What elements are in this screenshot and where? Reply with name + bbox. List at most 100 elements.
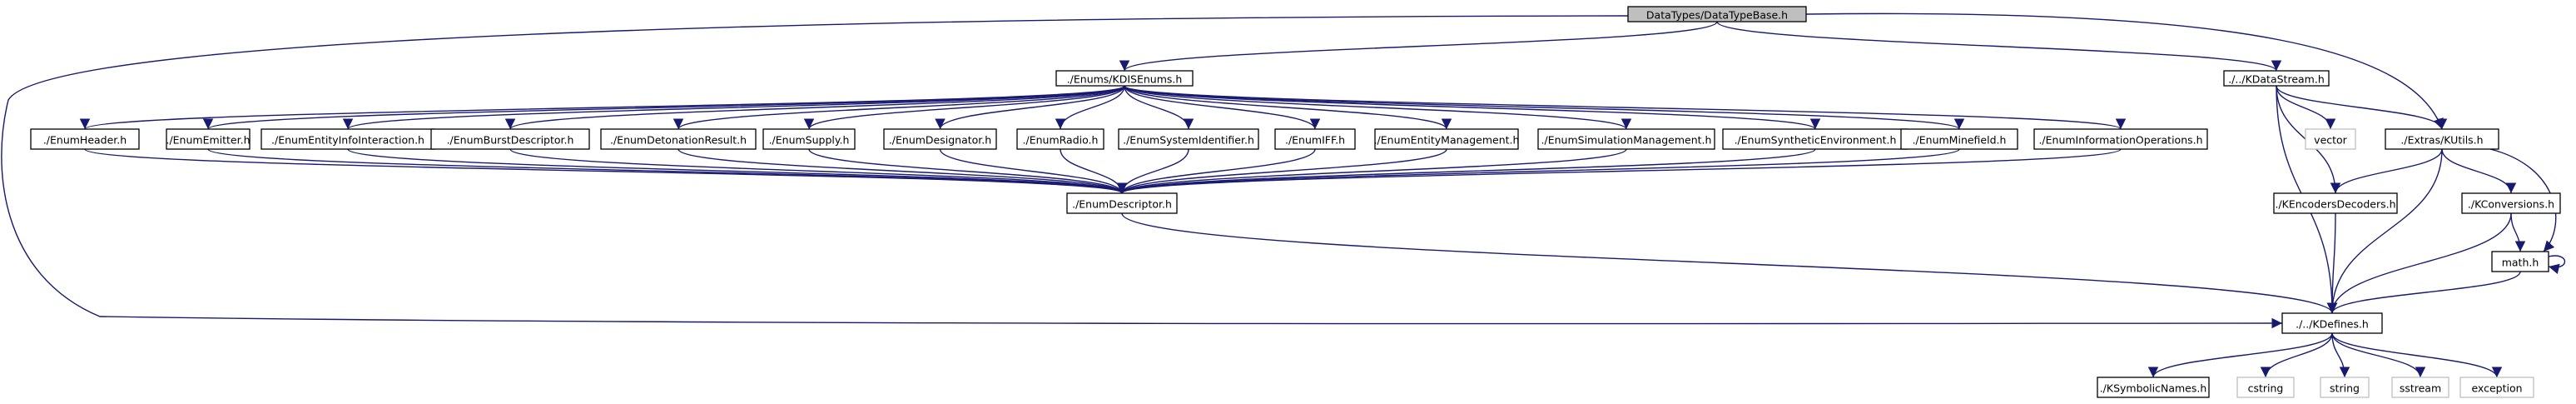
node-label: math.h <box>2502 257 2539 269</box>
node-enum-supply[interactable]: ./EnumSupply.h <box>762 128 856 150</box>
node-box <box>1374 128 1519 150</box>
node-label: ./EnumMinefield.h <box>1913 134 2007 147</box>
node-label: ./KEncodersDecoders.h <box>2275 198 2395 211</box>
edge-root-to-kdefines <box>1 15 2283 329</box>
node-enum-synth-env[interactable]: ./EnumSyntheticEnvironment.h <box>1722 128 1908 150</box>
node-box <box>600 128 757 150</box>
node-enum-detonation[interactable]: ./EnumDetonationResult.h <box>600 128 757 150</box>
node-box <box>1722 128 1908 150</box>
node-root[interactable]: DataTypes/DataTypeBase.h <box>1627 6 1807 22</box>
edge-kdis-enums-to-enum-iff <box>1124 85 1321 130</box>
node-label: ./Enums/KDISEnums.h <box>1067 73 1183 86</box>
node-label: ./EnumSyntheticEnvironment.h <box>1735 134 1897 147</box>
node-label: ./KSymbolicNames.h <box>2100 382 2207 395</box>
edge-kdefines-to-exception <box>2331 332 2503 378</box>
node-exception[interactable]: exception <box>2459 377 2534 398</box>
node-kconversions[interactable]: ./KConversions.h <box>2461 192 2561 214</box>
edge-kdis-enums-to-enum-minefield <box>1124 85 1964 130</box>
node-kdefines[interactable]: ./../KDefines.h <box>2281 312 2383 334</box>
node-enum-minefield[interactable]: ./EnumMinefield.h <box>1900 128 2018 150</box>
node-enum-designator[interactable]: ./EnumDesignator.h <box>883 128 997 150</box>
node-enum-header[interactable]: ./EnumHeader.h <box>30 128 140 150</box>
edge-kdefines-to-cstring <box>2260 332 2333 378</box>
edge-enum-synth-env-to-enum-descriptor <box>1117 148 1816 194</box>
node-enum-sim-mgmt[interactable]: ./EnumSimulationManagement.h <box>1537 128 1715 150</box>
node-box <box>2459 377 2534 398</box>
node-label: ./KConversions.h <box>2468 198 2554 211</box>
edge-kdatastream-to-vector <box>2276 85 2336 130</box>
edge-kdis-enums-to-enum-sim-mgmt <box>1124 85 1632 130</box>
edge-kdis-enums-to-enum-designator <box>935 85 1125 130</box>
node-box <box>2236 377 2295 398</box>
node-enum-emitter[interactable]: ./EnumEmitter.h <box>166 128 251 150</box>
node-enum-iff[interactable]: ./EnumIFF.h <box>1274 128 1356 150</box>
node-kdatastream[interactable]: ./../KDataStream.h <box>2223 70 2330 87</box>
edge-root-to-kdis-enums <box>1119 21 1718 72</box>
node-label: ./EnumEntityInfoInteraction.h <box>271 134 424 147</box>
node-enum-descriptor[interactable]: ./EnumDescriptor.h <box>1066 192 1178 214</box>
edge-kdis-enums-to-enum-system-id <box>1124 85 1194 130</box>
edge-kdis-enums-to-enum-detonation <box>673 85 1125 130</box>
node-box <box>1016 128 1104 150</box>
node-label: ./EnumRadio.h <box>1023 134 1099 147</box>
node-box <box>2033 128 2208 150</box>
node-kdis-enums[interactable]: ./Enums/KDISEnums.h <box>1055 70 1194 87</box>
node-box <box>2273 192 2398 214</box>
edge-math-to-kdefines <box>2326 271 2521 314</box>
node-layer: DataTypes/DataTypeBase.h ./Enums/KDISEnum… <box>30 6 2561 398</box>
node-enum-radio[interactable]: ./EnumRadio.h <box>1016 128 1104 150</box>
node-kencoders[interactable]: ./KEncodersDecoders.h <box>2273 192 2398 214</box>
edge-kdefines-to-ksymbolic <box>2147 332 2333 378</box>
node-box <box>2385 128 2499 150</box>
node-label: ./../KDefines.h <box>2296 318 2369 331</box>
node-label: ./EnumEntityManagement.h <box>1374 134 1520 147</box>
edge-kdis-enums-to-enum-radio <box>1055 85 1125 130</box>
node-label: ./EnumEmitter.h <box>166 134 250 147</box>
edge-kencoders-to-kdefines <box>2326 212 2338 314</box>
node-box <box>30 128 140 150</box>
node-label: ./Extras/KUtils.h <box>2400 134 2483 147</box>
node-label: DataTypes/DataTypeBase.h <box>1646 9 1788 22</box>
edge-enum-minefield-to-enum-descriptor <box>1117 148 1960 194</box>
edge-kdis-enums-to-enum-burst <box>505 85 1125 130</box>
edge-enum-entity-mgmt-to-enum-descriptor <box>1116 148 1447 194</box>
node-box <box>762 128 856 150</box>
node-enum-entity-mgmt[interactable]: ./EnumEntityManagement.h <box>1374 128 1520 150</box>
node-box <box>2097 377 2210 398</box>
node-sstream[interactable]: sstream <box>2391 377 2449 398</box>
node-vector[interactable]: vector <box>2305 128 2356 150</box>
node-kutils[interactable]: ./Extras/KUtils.h <box>2385 128 2499 150</box>
edge-kdefines-to-sstream <box>2331 332 2426 378</box>
node-enum-info-ops[interactable]: ./EnumInformationOperations.h <box>2033 128 2208 150</box>
node-enum-system-id[interactable]: ./EnumSystemIdentifier.h <box>1118 128 1259 150</box>
node-enum-entity-info[interactable]: ./EnumEntityInfoInteraction.h <box>261 128 435 150</box>
edge-enum-info-ops-to-enum-descriptor <box>1117 148 2122 194</box>
edge-kdis-enums-to-enum-entity-mgmt <box>1124 85 1452 130</box>
node-box <box>2391 377 2449 398</box>
node-label: string <box>2330 382 2360 395</box>
node-math[interactable]: math.h <box>2491 251 2549 272</box>
node-enum-burst[interactable]: ./EnumBurstDescriptor.h <box>430 128 590 150</box>
node-label: ./EnumInformationOperations.h <box>2038 134 2202 147</box>
node-ksymbolic[interactable]: ./KSymbolicNames.h <box>2097 377 2210 398</box>
node-box <box>2305 128 2356 150</box>
edge-math-to-math <box>2548 255 2565 274</box>
edge-kdis-enums-to-enum-synth-env <box>1124 85 1820 130</box>
node-box <box>2491 251 2549 272</box>
node-box <box>1537 128 1715 150</box>
edge-enum-supply-to-enum-descriptor <box>808 148 1128 194</box>
edge-enum-descriptor-to-kdefines <box>1121 212 2337 314</box>
node-label: exception <box>2471 382 2522 395</box>
node-cstring[interactable]: cstring <box>2236 377 2295 398</box>
node-box <box>166 128 251 150</box>
node-string[interactable]: string <box>2320 377 2370 398</box>
node-label: ./../KDataStream.h <box>2228 73 2325 86</box>
node-box <box>2461 192 2561 214</box>
edge-kdatastream-to-kutils <box>2276 85 2448 130</box>
node-box <box>1118 128 1259 150</box>
node-box <box>883 128 997 150</box>
node-label: ./EnumSimulationManagement.h <box>1541 134 1712 147</box>
node-box <box>1274 128 1356 150</box>
node-box <box>1066 192 1178 214</box>
